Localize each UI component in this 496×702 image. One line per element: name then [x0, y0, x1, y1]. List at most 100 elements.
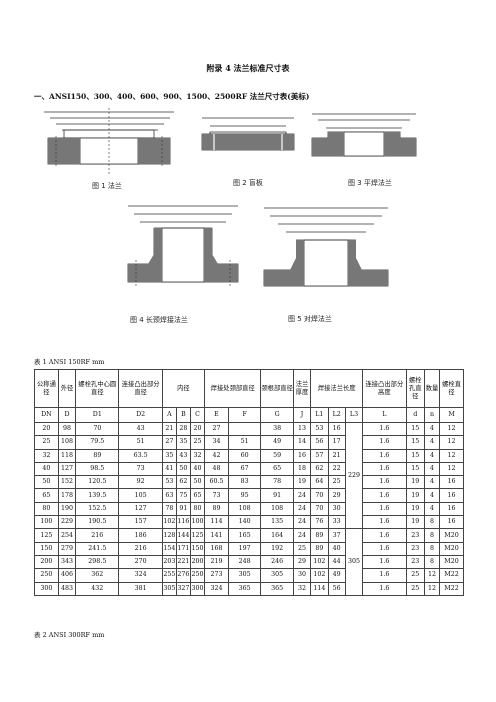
table-cell: 30	[292, 568, 312, 583]
table-cell: 73	[204, 488, 229, 503]
table-cell: 49	[260, 435, 294, 450]
table-cell: 75	[175, 488, 191, 503]
th-sym-d1: D1	[75, 407, 120, 423]
table-cell: 92	[118, 475, 163, 490]
table-cell: 8	[423, 554, 441, 570]
table-cell: 79.5	[75, 435, 120, 450]
table-cell: 1.6	[362, 448, 407, 463]
table-cell: 83	[227, 475, 262, 490]
table-cell: 276	[175, 568, 191, 583]
table-cell: 300	[189, 581, 206, 596]
figure-2-blind-plate-drawing	[196, 112, 300, 174]
th-raised-face-height: 连接凸出部分高度	[362, 369, 407, 408]
table-cell: 15	[405, 421, 425, 437]
page-title: 附录 4 法兰标准尺寸表	[206, 63, 290, 73]
table-cell: 250	[34, 568, 59, 583]
table-cell: 40	[327, 541, 346, 556]
table-cell: 12	[439, 448, 464, 463]
table-cell: 324	[204, 581, 229, 596]
table-cell: 190.5	[75, 515, 120, 530]
th-raised-face-diameter: 连接凸出部分直径	[118, 369, 163, 408]
table-cell: 32	[34, 448, 59, 463]
table-cell: 406	[57, 568, 77, 583]
th-sym-e: E	[204, 407, 229, 423]
table-cell: 141	[204, 528, 229, 543]
table-cell: 29	[292, 554, 312, 570]
table-cell: 65	[260, 461, 294, 477]
table-cell: 152.5	[75, 501, 120, 517]
table-cell: 40	[189, 461, 206, 477]
table-cell: 139.5	[75, 488, 120, 503]
table-cell: 56	[327, 581, 346, 596]
table-cell: 76	[310, 515, 329, 530]
table-cell: 279	[57, 541, 77, 556]
table-cell: 40	[34, 461, 59, 477]
table-cell: 19	[405, 475, 425, 490]
table-cell: 65	[189, 488, 206, 503]
figure-2-caption: 图 2 盲板	[233, 179, 263, 187]
table-cell: 24	[292, 501, 312, 517]
table-cell: 70	[310, 488, 329, 503]
table-cell: 70	[310, 501, 329, 517]
table-cell: 4	[423, 475, 441, 490]
table-cell: 33	[327, 515, 346, 530]
table-cell: 178	[57, 488, 77, 503]
table-cell: 171	[175, 541, 191, 556]
figure-4-caption: 图 4 长颈焊接法兰	[130, 316, 188, 324]
th-sym-j: J	[292, 407, 312, 423]
table-cell: 200	[189, 554, 206, 570]
table-cell: 51	[227, 435, 262, 450]
table-cell: 56	[310, 435, 329, 450]
table-cell: 18	[292, 461, 312, 477]
table-cell: 152	[57, 475, 77, 490]
table-cell: 89	[75, 448, 120, 463]
table-cell: 327	[175, 581, 191, 596]
table-cell: 118	[57, 448, 77, 463]
table-cell: 219	[204, 554, 229, 570]
table-cell: 13	[292, 421, 312, 437]
table-cell: 128	[161, 528, 177, 543]
table-cell: 248	[227, 554, 262, 570]
table-cell: 25	[292, 541, 312, 556]
table-cell: M20	[439, 554, 464, 570]
table-cell: 20	[189, 421, 206, 437]
table-cell: 25	[405, 581, 425, 596]
table-cell: 80	[189, 501, 206, 517]
th-quantity: 数量	[423, 369, 441, 408]
table-cell: 43	[175, 448, 191, 463]
th-bolt-diameter: 螺栓直径	[439, 369, 464, 408]
table-cell: 21	[161, 421, 177, 437]
table-cell: 89	[310, 528, 329, 543]
table-cell: 27	[161, 435, 177, 450]
table-cell: 114	[204, 515, 229, 530]
section-title: 一、ANSI150、300、400、600、900、1500、2500RF 法兰…	[34, 92, 310, 101]
table-cell: 24	[292, 488, 312, 503]
table-cell: 12	[423, 568, 441, 583]
table-cell: 1.6	[362, 541, 407, 556]
table-cell: 102	[161, 515, 177, 530]
table-cell: 24	[292, 515, 312, 530]
table-cell: 89	[310, 541, 329, 556]
table-cell: 165	[227, 528, 262, 543]
table-cell: 365	[260, 581, 294, 596]
table-header-names: 公称通径 外径 螺栓孔中心圆直径 连接凸出部分直径 内径 焊接处颈部直径 颈根部…	[34, 369, 464, 408]
table-cell: 65	[34, 488, 59, 503]
table-cell: 42	[204, 448, 229, 463]
table-cell: 1.6	[362, 461, 407, 477]
table-cell: 60	[227, 448, 262, 463]
table-cell: 16	[327, 421, 346, 437]
table-cell: 150	[189, 541, 206, 556]
table-cell: 1.6	[362, 515, 407, 530]
th-sym-l3: L3	[344, 407, 364, 423]
table-cell: 98.5	[75, 461, 120, 477]
table-cell: 19	[292, 475, 312, 490]
table-cell: 197	[227, 541, 262, 556]
figure-5-butt-weld-flange-drawing	[258, 200, 394, 304]
